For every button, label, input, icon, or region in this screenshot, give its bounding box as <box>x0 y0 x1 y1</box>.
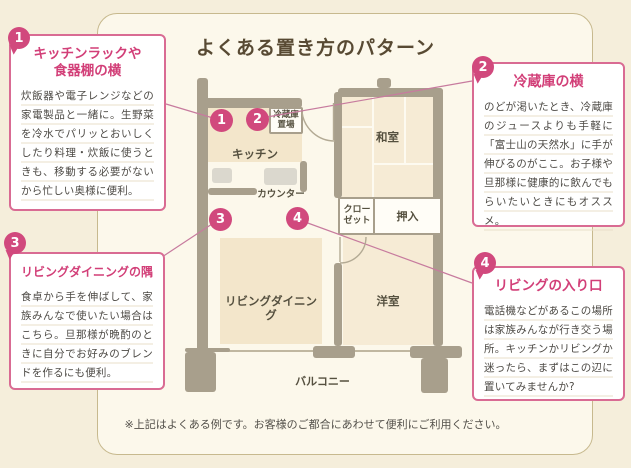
tatami-line <box>404 97 406 164</box>
tatami-line <box>374 163 433 165</box>
balcony-label: バルコニー <box>295 375 350 388</box>
callout-3-title-line1: リビングダイニングの隅 <box>20 265 153 279</box>
kitchen-label: キッチン <box>232 147 278 161</box>
callout-2-body: のどが渇いたとき、冷蔵庫のジュースよりも手軽に「富士山の天然水」に手が伸びるのが… <box>484 98 613 231</box>
wall-segment <box>334 263 342 346</box>
wall-segment <box>300 161 307 192</box>
balcony-wall <box>410 346 462 358</box>
closet-label-line1: クロー <box>343 205 371 215</box>
footer-note: ※上記はよくある例です。お客様のご都合にあわせて便利にご利用ください。 <box>124 418 507 431</box>
callout-1-badge: 1 <box>8 27 30 49</box>
fridge-space-box: 冷蔵庫 置場 <box>269 107 303 134</box>
callout-4: リビングの入り口 電話機などがあるこの場所は家族みんなが行き交う場所。キッチンか… <box>472 266 625 401</box>
callout-3-title: リビングダイニングの隅 <box>15 264 159 281</box>
closet-box: クロー ゼット <box>338 197 376 235</box>
callout-2-title-line1: 冷蔵庫の横 <box>513 74 584 90</box>
tatami-line <box>342 126 372 128</box>
balcony-wall <box>185 352 216 392</box>
balcony-wall <box>421 358 448 393</box>
floorplan-marker-2: 2 <box>246 108 269 131</box>
callout-2-badge: 2 <box>472 56 494 78</box>
living-dining-label: リビングダイニング <box>225 294 317 322</box>
wall-segment <box>338 88 443 97</box>
callout-1-title-line1: キッチンラックや <box>33 46 142 62</box>
oshiire-label: 押入 <box>396 210 419 223</box>
floorplan-marker-4: 4 <box>286 207 309 230</box>
washitsu-area <box>342 97 433 198</box>
kitchen-appliance <box>212 168 232 183</box>
callout-4-body: 電話機などがあるこの場所は家族みんなが行き交う場所。キッチンかリビングか迷ったら… <box>484 302 613 397</box>
wall-segment <box>208 188 257 195</box>
callout-1-title: キッチンラックや 食器棚の横 <box>15 46 160 80</box>
callout-2-title: 冷蔵庫の横 <box>478 74 619 91</box>
callout-3: リビングダイニングの隅 食卓から手を伸ばして、家族みんなで使いたい場合はこちら。… <box>9 252 165 390</box>
callout-3-body: 食卓から手を伸ばして、家族みんなで使いたい場合はこちら。旦那様が晩酌のときに自分… <box>21 288 153 383</box>
wall-segment <box>334 92 342 198</box>
wall-segment <box>205 98 302 108</box>
page-title: よくある置き方のパターン <box>195 37 436 59</box>
callout-1-title-line2: 食器棚の横 <box>53 63 122 79</box>
living-dining-area <box>220 238 322 344</box>
closet-label-line2: ゼット <box>343 216 371 226</box>
yoshitsu-label: 洋室 <box>376 294 400 308</box>
callout-4-title: リビングの入り口 <box>478 278 619 295</box>
counter-label: カウンター <box>257 189 305 200</box>
callout-1: キッチンラックや 食器棚の横 炊飯器や電子レンジなどの家電製品と一緒に。生野菜を… <box>9 34 166 211</box>
balcony-wall <box>185 348 230 352</box>
callout-3-badge: 3 <box>4 232 26 254</box>
kitchen-appliance <box>264 168 297 185</box>
floorplan-marker-1: 1 <box>210 109 233 132</box>
callout-2: 冷蔵庫の横 のどが渇いたとき、冷蔵庫のジュースよりも手軽に「富士山の天然水」に手… <box>472 62 625 231</box>
callout-1-body: 炊飯器や電子レンジなどの家電製品と一緒に。生野菜を冷水でパリッとおいしくしたり料… <box>21 87 154 201</box>
wall-segment <box>377 78 391 88</box>
floorplan-marker-3: 3 <box>209 208 232 231</box>
oshiire-box: 押入 <box>373 197 442 235</box>
washitsu-label: 和室 <box>376 130 399 144</box>
callout-4-badge: 4 <box>474 252 496 274</box>
yoshitsu-area <box>343 235 433 345</box>
balcony-wall <box>313 346 355 358</box>
callout-4-title-line1: リビングの入り口 <box>494 278 603 294</box>
fridge-space-label-line2: 置場 <box>277 119 295 130</box>
wall-segment <box>197 78 208 352</box>
tatami-line <box>372 97 374 198</box>
